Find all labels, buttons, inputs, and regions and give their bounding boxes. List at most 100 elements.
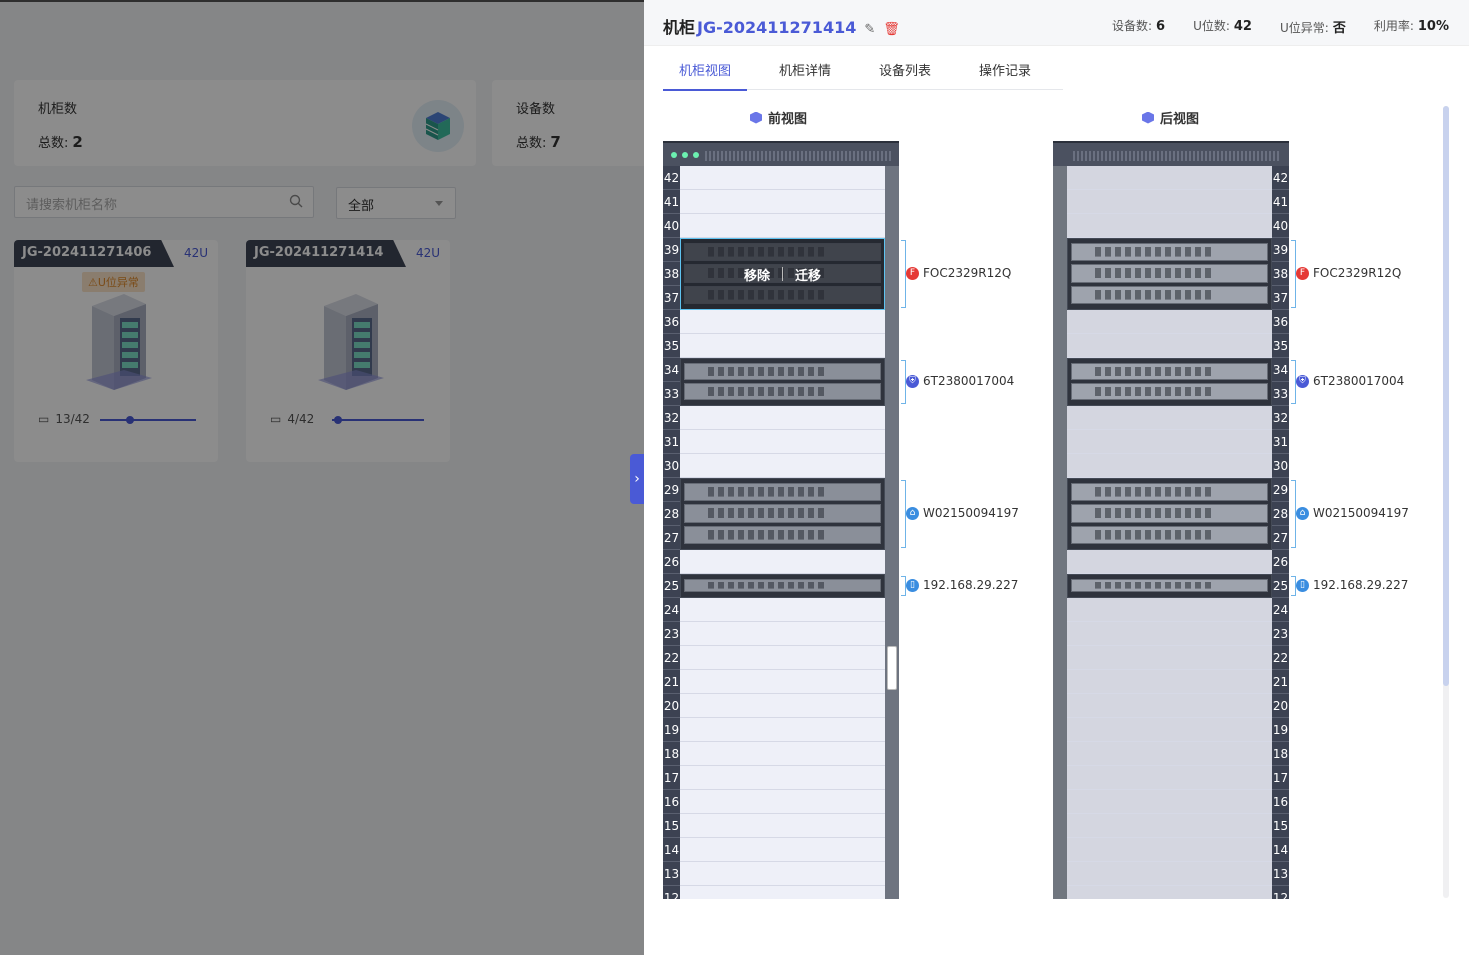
cabinet-card[interactable]: JG-202411271414 42U ▭4/42	[246, 240, 450, 462]
tab-cabinet-details[interactable]: 机柜详情	[779, 64, 832, 79]
u-number: 29	[663, 478, 680, 502]
filter-select[interactable]: 全部	[336, 187, 456, 219]
rack-slot[interactable]	[680, 406, 885, 430]
rack-slot[interactable]	[680, 550, 885, 574]
rack-slot[interactable]	[1067, 670, 1272, 694]
rack-slot[interactable]	[680, 598, 885, 622]
rack-slot[interactable]	[680, 718, 885, 742]
rack-device[interactable]	[680, 478, 885, 550]
rack-slot[interactable]	[1067, 742, 1272, 766]
rack-device[interactable]	[680, 358, 885, 406]
u-number: 35	[1272, 334, 1289, 358]
u-number: 29	[1272, 478, 1289, 502]
device-panel	[684, 383, 881, 400]
search-placeholder: 请搜索机柜名称	[26, 198, 118, 213]
collapse-drawer-button[interactable]: ›	[630, 454, 644, 504]
rack-rail	[885, 166, 899, 899]
rack-slot[interactable]	[680, 430, 885, 454]
rack-slot[interactable]	[1067, 646, 1272, 670]
scrollbar-thumb[interactable]	[1443, 106, 1449, 686]
rack-slot[interactable]	[1067, 166, 1272, 190]
rack-slot[interactable]	[680, 814, 885, 838]
device-label[interactable]: ⛨6T2380017004	[906, 374, 1014, 388]
tab-cabinet-view[interactable]: 机柜视图	[663, 52, 747, 91]
rack-slot[interactable]	[1067, 862, 1272, 886]
rack-slot[interactable]	[1067, 406, 1272, 430]
u-number: 16	[1272, 790, 1289, 814]
router-icon: ⌂	[906, 506, 919, 520]
rack-slot[interactable]	[1067, 334, 1272, 358]
rack-slot[interactable]	[1067, 310, 1272, 334]
tab-device-list[interactable]: 设备列表	[879, 64, 932, 79]
rack-slot[interactable]	[1067, 454, 1272, 478]
u-number: 19	[1272, 718, 1289, 742]
device-label[interactable]: ▯192.168.29.227	[1296, 578, 1408, 592]
device-label[interactable]: ▯192.168.29.227	[906, 578, 1018, 592]
rack-slot[interactable]	[680, 214, 885, 238]
edit-icon[interactable]: ✎	[864, 22, 876, 37]
u-number: 24	[663, 598, 680, 622]
rack-slot[interactable]	[1067, 598, 1272, 622]
door-latch[interactable]	[887, 646, 897, 690]
rack-slot[interactable]	[1067, 694, 1272, 718]
rack-device[interactable]	[680, 574, 885, 598]
device-panel	[1071, 483, 1268, 502]
rack-slot[interactable]	[680, 310, 885, 334]
rack-device[interactable]	[1067, 358, 1272, 406]
rack-slot[interactable]	[680, 838, 885, 862]
rack-slot[interactable]	[680, 694, 885, 718]
rack-slot[interactable]	[680, 766, 885, 790]
rack-slot[interactable]	[680, 742, 885, 766]
rack-slot[interactable]	[680, 334, 885, 358]
server-icon: ▯	[906, 578, 919, 592]
drawer-stats: 设备数:6 U位数:42 U位异常:否 利用率:10%	[1112, 17, 1449, 36]
device-label[interactable]: ⌂W02150094197	[906, 506, 1019, 520]
rack-device[interactable]	[1067, 238, 1272, 310]
rack-slot[interactable]	[1067, 838, 1272, 862]
cabinet-summary-card: 机柜数 总数:2	[14, 80, 476, 166]
rack-slot[interactable]	[1067, 190, 1272, 214]
u-number: 32	[1272, 406, 1289, 430]
rack-slot[interactable]	[1067, 430, 1272, 454]
migrate-device-button[interactable]: 迁移	[795, 268, 822, 284]
rack-slot[interactable]	[680, 790, 885, 814]
cabinet-search-input[interactable]: 请搜索机柜名称	[14, 186, 314, 218]
device-label[interactable]: ⛨6T2380017004	[1296, 374, 1404, 388]
rack-slot[interactable]	[1067, 718, 1272, 742]
u-number: 23	[663, 622, 680, 646]
rack-slot[interactable]	[680, 862, 885, 886]
rack-slot[interactable]	[680, 670, 885, 694]
rack-device[interactable]: 移除 迁移	[680, 238, 885, 310]
tab-operation-log[interactable]: 操作记录	[979, 64, 1032, 79]
rack-device[interactable]	[1067, 574, 1272, 598]
rack-slot[interactable]	[1067, 550, 1272, 574]
u-number: 17	[663, 766, 680, 790]
rack-slot[interactable]	[680, 646, 885, 670]
remove-device-button[interactable]: 移除	[743, 268, 770, 284]
drawer-scrollbar[interactable]	[1443, 106, 1449, 898]
modal-mask[interactable]	[0, 0, 644, 955]
device-label[interactable]: ⌂W02150094197	[1296, 506, 1409, 520]
rack-slot[interactable]	[680, 190, 885, 214]
rack-slot[interactable]	[1067, 814, 1272, 838]
cabinet-card-capacity: 42U	[183, 246, 208, 260]
search-icon[interactable]	[289, 194, 303, 208]
device-panel	[1071, 363, 1268, 380]
rack-slot[interactable]	[680, 886, 885, 899]
device-serial: 192.168.29.227	[1313, 578, 1409, 592]
u-number: 42	[663, 166, 680, 190]
rack-slot[interactable]	[1067, 790, 1272, 814]
rack-slot[interactable]	[1067, 766, 1272, 790]
cabinet-card[interactable]: JG-202411271406 42U ⚠U位异常 ▭13/42	[14, 240, 218, 462]
rack-slot[interactable]	[680, 622, 885, 646]
drawer-cabinet-id: JG-202411271414	[697, 18, 857, 37]
rack-device[interactable]	[1067, 478, 1272, 550]
rack-slot[interactable]	[1067, 214, 1272, 238]
delete-icon[interactable]: 🗑	[883, 22, 900, 37]
rack-slot[interactable]	[680, 454, 885, 478]
rack-slot[interactable]	[680, 166, 885, 190]
rack-slot[interactable]	[1067, 622, 1272, 646]
rack-slot[interactable]	[1067, 886, 1272, 899]
